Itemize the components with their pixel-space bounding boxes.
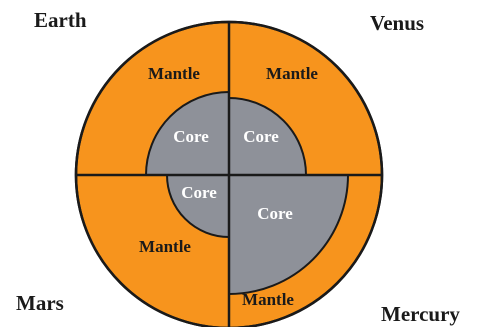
mercury-label: Mercury: [381, 302, 460, 326]
mars-core-label: Core: [181, 183, 217, 202]
outer-outline: [74, 20, 384, 327]
venus-core: [228, 96, 308, 176]
mars-core: [165, 174, 230, 239]
earth-core-label: Core: [173, 127, 209, 146]
venus-label: Venus: [370, 11, 424, 35]
mars-mantle-label: Mantle: [139, 237, 191, 256]
mercury-core: [228, 174, 350, 296]
earth-core: [144, 90, 230, 176]
venus-mantle-label: Mantle: [266, 64, 318, 83]
mercury-core-label: Core: [257, 204, 293, 223]
earth-mantle-label: Mantle: [148, 64, 200, 83]
mercury-mantle-label: Mantle: [242, 290, 294, 309]
mars-label: Mars: [16, 291, 64, 315]
venus-core-label: Core: [243, 127, 279, 146]
earth-label: Earth: [34, 8, 87, 32]
